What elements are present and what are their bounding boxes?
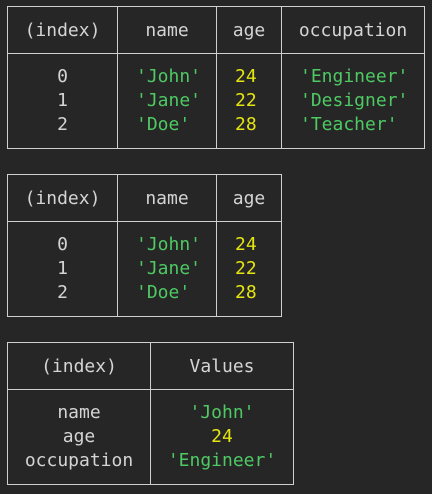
age-cell: 24 22 28 bbox=[216, 221, 282, 317]
index-value: 1 bbox=[57, 90, 68, 111]
table-header-row: (index) Values bbox=[7, 342, 294, 390]
index-value: occupation bbox=[24, 450, 134, 471]
name-value: 'Jane' bbox=[136, 90, 202, 111]
header-age: age bbox=[216, 6, 282, 54]
value-string: 'John' bbox=[189, 402, 255, 423]
index-value: age bbox=[62, 426, 96, 447]
index-cell: name age occupation bbox=[7, 389, 151, 485]
table-header-row: (index) name age bbox=[7, 174, 282, 222]
age-value: 22 bbox=[235, 258, 257, 279]
index-value: 2 bbox=[57, 282, 68, 303]
header-index: (index) bbox=[7, 342, 151, 390]
age-value: 28 bbox=[235, 114, 257, 135]
age-value: 24 bbox=[235, 234, 257, 255]
table-body-row: 0 1 2 'John' 'Jane' 'Doe' 24 22 28 'Engi… bbox=[7, 53, 425, 149]
header-name: name bbox=[117, 6, 217, 54]
index-cell: 0 1 2 bbox=[7, 221, 118, 317]
occupation-value: 'Engineer' bbox=[300, 66, 409, 87]
index-value: 0 bbox=[57, 234, 68, 255]
occupation-value: 'Teacher' bbox=[300, 114, 398, 135]
index-value: 1 bbox=[57, 258, 68, 279]
name-value: 'Jane' bbox=[136, 258, 202, 279]
table-header-row: (index) name age occupation bbox=[7, 6, 425, 54]
table-body-row: 0 1 2 'John' 'Jane' 'Doe' 24 22 28 bbox=[7, 221, 282, 317]
values-cell: 'John' 24 'Engineer' bbox=[150, 389, 294, 485]
age-value: 24 bbox=[235, 66, 257, 87]
age-value: 28 bbox=[235, 282, 257, 303]
index-value: 0 bbox=[57, 66, 68, 87]
header-age: age bbox=[216, 174, 282, 222]
header-name: name bbox=[117, 174, 217, 222]
name-cell: 'John' 'Jane' 'Doe' bbox=[117, 221, 217, 317]
occupation-cell: 'Engineer' 'Designer' 'Teacher' bbox=[281, 53, 425, 149]
header-occupation: occupation bbox=[281, 6, 425, 54]
index-value: name bbox=[57, 402, 101, 423]
name-value: 'Doe' bbox=[136, 282, 191, 303]
console-table-1: (index) name age occupation 0 1 2 'John'… bbox=[7, 6, 425, 149]
index-cell: 0 1 2 bbox=[7, 53, 118, 149]
age-value: 22 bbox=[235, 90, 257, 111]
value-number: 24 bbox=[211, 426, 233, 447]
age-cell: 24 22 28 bbox=[216, 53, 282, 149]
name-cell: 'John' 'Jane' 'Doe' bbox=[117, 53, 217, 149]
name-value: 'John' bbox=[136, 234, 202, 255]
header-index: (index) bbox=[7, 174, 118, 222]
table-body-row: name age occupation 'John' 24 'Engineer' bbox=[7, 389, 294, 485]
console-table-2: (index) name age 0 1 2 'John' 'Jane' 'Do… bbox=[7, 174, 282, 317]
index-value: 2 bbox=[57, 114, 68, 135]
header-index: (index) bbox=[7, 6, 118, 54]
name-value: 'Doe' bbox=[136, 114, 191, 135]
header-values: Values bbox=[150, 342, 294, 390]
console-table-3: (index) Values name age occupation 'John… bbox=[7, 342, 294, 485]
value-string: 'Engineer' bbox=[167, 450, 277, 471]
name-value: 'John' bbox=[136, 66, 202, 87]
occupation-value: 'Designer' bbox=[300, 90, 409, 111]
